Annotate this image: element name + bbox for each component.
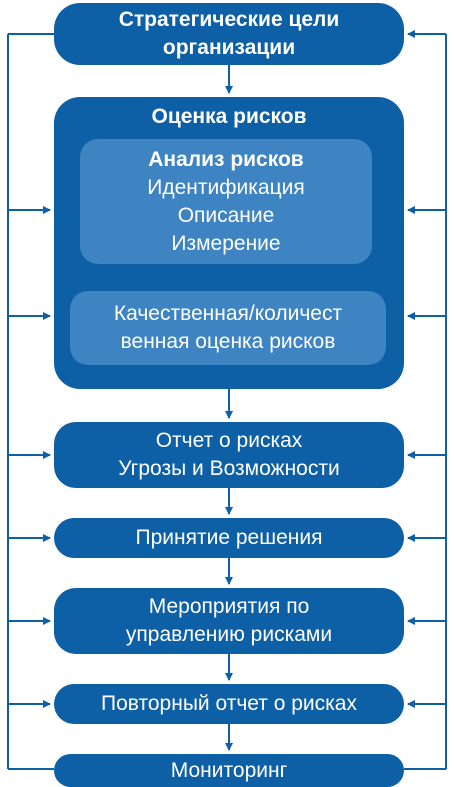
monitoring-box: Мониторинг — [54, 754, 404, 787]
monitoring-label: Мониторинг — [170, 758, 288, 782]
risk-analysis-title: Анализ рисков — [148, 147, 304, 171]
risk-analysis-box: Анализ рисков Идентификация Описание Изм… — [80, 139, 372, 264]
risk-evaluation-box: Качественная/количест венная оценка риск… — [70, 291, 386, 365]
evaluation-line-2: венная оценка рисков — [120, 330, 336, 353]
report-line-1: Отчет о рисках — [155, 429, 303, 452]
report-line-2: Угрозы и Возможности — [118, 457, 340, 480]
measures-line-2: управлению рисками — [125, 623, 333, 646]
strategic-goals-box: Стратегические цели организации — [54, 3, 404, 65]
goals-line-1: Стратегические цели — [118, 8, 340, 31]
repeat-report-label: Повторный отчет о рисках — [101, 692, 357, 715]
repeat-report-box: Повторный отчет о рисках — [54, 684, 404, 724]
analysis-item-identification: Идентификация — [147, 175, 305, 199]
risk-assessment-box: Оценка рисков Анализ рисков Идентификаци… — [54, 97, 404, 389]
decision-box: Принятие решения — [54, 518, 404, 558]
goals-line-2: организации — [162, 36, 296, 59]
decision-label: Принятие решения — [135, 526, 323, 549]
evaluation-line-1: Качественная/количест — [113, 302, 343, 325]
analysis-item-description: Описание — [177, 203, 275, 227]
risk-report-box: Отчет о рисках Угрозы и Возможности — [54, 422, 404, 488]
measures-line-1: Мероприятия по — [148, 595, 310, 618]
risk-assessment-title: Оценка рисков — [151, 105, 307, 128]
risk-measures-box: Мероприятия по управлению рисками — [54, 588, 404, 654]
analysis-item-measurement: Измерение — [171, 231, 281, 255]
